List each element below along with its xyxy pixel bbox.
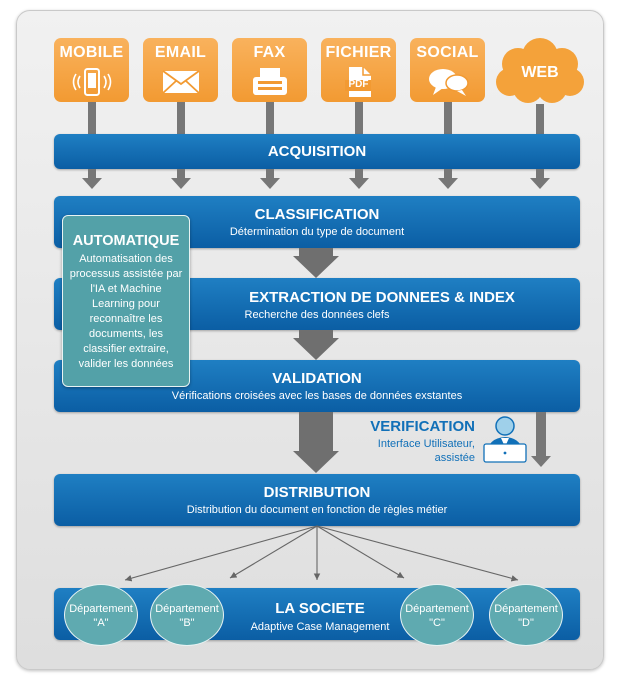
source-email: EMAIL bbox=[143, 38, 218, 102]
department-label: Département bbox=[405, 603, 469, 615]
arrow-head bbox=[293, 451, 339, 473]
department-letter: "B" bbox=[179, 617, 195, 629]
stage-subtitle: Recherche des données clefs bbox=[244, 309, 390, 321]
verification-title: VERIFICATION bbox=[370, 418, 475, 435]
arrow-shaft bbox=[88, 102, 96, 136]
arrow-shaft bbox=[266, 102, 274, 136]
arrow-head bbox=[293, 338, 339, 360]
automatique-callout: AUTOMATIQUE Automatisation des processus… bbox=[62, 215, 190, 387]
pdf-icon-text: PDF bbox=[348, 79, 369, 90]
pdf-file-icon: PDF bbox=[321, 66, 396, 98]
stage-subtitle: Détermination du type de document bbox=[229, 226, 405, 238]
envelope-icon bbox=[143, 66, 218, 98]
source-label: MOBILE bbox=[59, 44, 124, 61]
arrow-shaft bbox=[299, 412, 333, 451]
department-b: Département "B" bbox=[150, 584, 224, 646]
department-label: Département bbox=[494, 603, 558, 615]
chat-bubbles-icon bbox=[410, 66, 485, 98]
societe-title: LA SOCIETE bbox=[275, 600, 365, 617]
arrow-shaft bbox=[536, 412, 546, 456]
source-label: FAX bbox=[253, 44, 286, 61]
stage-subtitle: Vérifications croisées avec les bases de… bbox=[171, 390, 463, 402]
verification-description: Interface Utilisateur, assistée bbox=[377, 438, 475, 464]
stage-title: EXTRACTION DE DONNEES & INDEX bbox=[249, 289, 515, 306]
department-letter: "C" bbox=[429, 617, 445, 629]
arrow-head bbox=[260, 178, 280, 189]
source-fichier: FICHIER PDF bbox=[321, 38, 396, 102]
source-label: FICHIER bbox=[325, 44, 392, 61]
automatique-description: Automatisation des processus assistée pa… bbox=[69, 253, 183, 370]
arrow-head bbox=[293, 256, 339, 278]
arrow-head bbox=[349, 178, 369, 189]
arrow-shaft bbox=[536, 104, 544, 136]
arrow-shaft bbox=[355, 102, 363, 136]
source-social: SOCIAL bbox=[410, 38, 485, 102]
cloud-icon bbox=[496, 38, 584, 103]
stage-title: CLASSIFICATION bbox=[254, 206, 380, 223]
arrow-head bbox=[531, 456, 551, 467]
fax-icon bbox=[232, 66, 307, 98]
arrow-shaft bbox=[177, 102, 185, 136]
department-a: Département "A" bbox=[64, 584, 138, 646]
arrow-shaft bbox=[88, 169, 96, 178]
automatique-title: AUTOMATIQUE bbox=[72, 233, 180, 249]
user-at-laptop-icon bbox=[480, 414, 530, 466]
stage-subtitle: Distribution du document en fonction de … bbox=[186, 504, 448, 516]
arrow-shaft bbox=[299, 330, 333, 338]
source-fax: FAX bbox=[232, 38, 307, 102]
arrow-head bbox=[438, 178, 458, 189]
stage-title: DISTRIBUTION bbox=[263, 484, 371, 501]
arrow-head bbox=[171, 178, 191, 189]
arrow-shaft bbox=[177, 169, 185, 178]
department-d: Département "D" bbox=[489, 584, 563, 646]
arrow-head bbox=[82, 178, 102, 189]
stage-acquisition: ACQUISITION bbox=[54, 134, 580, 169]
arrow-shaft bbox=[444, 102, 452, 136]
department-label: Département bbox=[69, 603, 133, 615]
department-c: Département "C" bbox=[400, 584, 474, 646]
mobile-phone-icon bbox=[54, 66, 129, 98]
stage-title: VALIDATION bbox=[272, 370, 362, 387]
arrow-head bbox=[530, 178, 550, 189]
societe-subtitle: Adaptive Case Management bbox=[250, 621, 390, 633]
source-label: SOCIAL bbox=[416, 44, 479, 61]
arrow-shaft bbox=[355, 169, 363, 178]
stage-title: ACQUISITION bbox=[267, 143, 367, 160]
department-letter: "D" bbox=[518, 617, 534, 629]
source-label: EMAIL bbox=[154, 44, 207, 61]
stage-distribution: DISTRIBUTION Distribution du document en… bbox=[54, 474, 580, 526]
source-mobile: MOBILE bbox=[54, 38, 129, 102]
arrow-shaft bbox=[444, 169, 452, 178]
source-label: WEB bbox=[521, 64, 559, 81]
department-label: Département bbox=[155, 603, 219, 615]
arrow-shaft bbox=[299, 248, 333, 256]
arrow-shaft bbox=[266, 169, 274, 178]
arrow-shaft bbox=[536, 169, 544, 178]
department-letter: "A" bbox=[93, 617, 109, 629]
source-web: WEB bbox=[490, 34, 590, 106]
